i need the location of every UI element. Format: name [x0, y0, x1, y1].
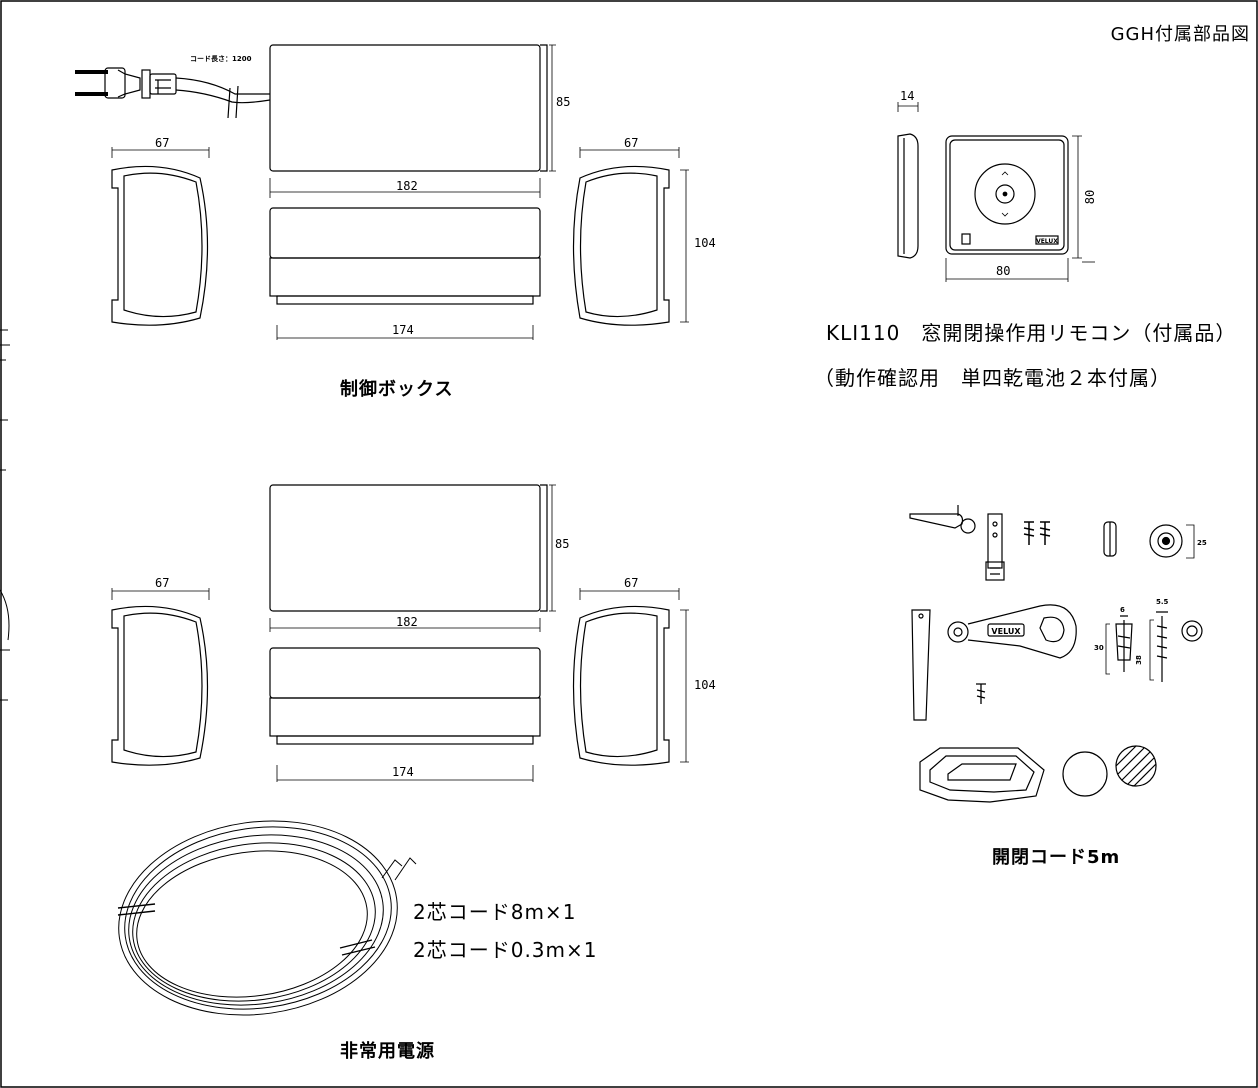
opening-cord-caption: 開閉コード5m: [992, 847, 1120, 868]
adapter-top-view: [269, 44, 541, 172]
dim-182-bottom: 182: [396, 615, 418, 629]
dim-6: 6: [1120, 606, 1125, 614]
coiled-cord-drawing: [117, 820, 417, 1016]
cord-spec-line2: 2芯コード0.3m×1: [413, 938, 598, 962]
handle-brand: VELUX: [991, 627, 1021, 636]
coiled-opening-cord-icon: [919, 747, 1045, 803]
pulley-bracket-icon: [985, 513, 1005, 581]
battery-side-view: [269, 647, 541, 699]
dim-104-top: 104: [694, 236, 716, 250]
small-screw-icon: [976, 683, 986, 704]
control-box-drawing: コード長さ：1200 85 182 174 67 67 104: [75, 44, 716, 400]
dim-85-top: 85: [556, 95, 570, 109]
wood-screw-icon: [1149, 611, 1168, 682]
battery-top-view: [269, 484, 541, 612]
cord-clip-icon: [1103, 521, 1195, 559]
end-cap-left: [111, 147, 210, 326]
dim-174-bottom: 174: [392, 765, 414, 779]
remote-brand-plate: [1035, 235, 1059, 245]
end-cap-right: [572, 147, 689, 326]
cord-length-label: コード長さ：1200: [190, 54, 252, 63]
screws-icon: [1023, 521, 1051, 545]
battery-end-cap-left: [111, 588, 210, 766]
adapter-side-view: [269, 207, 541, 259]
remote-caption-line2: （動作確認用 単四乾電池２本付属）: [814, 366, 1171, 390]
velux-handle-icon: [947, 604, 1077, 659]
dim-80-vertical: 80: [1083, 190, 1097, 204]
cord-end-ball-icon: [1062, 751, 1108, 797]
emergency-box-drawing: 85 182 174 67 67 104: [111, 484, 716, 782]
remote-face: [945, 135, 1069, 255]
dim-38: 38: [1135, 655, 1143, 665]
remote-led: [961, 233, 971, 245]
dim-67-right-bottom: 67: [624, 576, 638, 590]
dim-67-left-bottom: 67: [155, 576, 169, 590]
wall-plug-icon: [1105, 615, 1133, 675]
remote-brand: VELUX: [1036, 238, 1058, 245]
battery-end-cap-right: [572, 588, 689, 766]
latch-bracket-icon: [909, 505, 976, 534]
remote-dial: [974, 163, 1036, 225]
dim-25: 25: [1197, 539, 1207, 547]
dim-5-5: 5.5: [1156, 598, 1169, 606]
dim-67-right-top: 67: [624, 136, 638, 150]
dim-104-bottom: 104: [694, 678, 716, 692]
washer-icon: [1181, 620, 1203, 642]
left-edge-fragment: [0, 329, 10, 701]
control-box-caption: 制御ボックス: [340, 378, 453, 400]
dim-85-bottom: 85: [555, 537, 569, 551]
dim-30: 30: [1094, 644, 1104, 652]
cord-section-hatched-icon: [1115, 745, 1157, 787]
cord-guide-icon: [911, 609, 931, 721]
remote-control-drawing: 14 VELUX 80 80: [897, 89, 1097, 282]
dim-80-horizontal: 80: [996, 264, 1010, 278]
dim-67-left-top: 67: [155, 136, 169, 150]
cord-parts-drawing: 25 VELUX 6 30 5.5 38: [909, 505, 1207, 803]
dim-182-top: 182: [396, 179, 418, 193]
cord-spec-line1: 2芯コード8m×1: [413, 900, 576, 924]
power-plug-icon: [75, 67, 271, 119]
dim-14-remote: 14: [900, 89, 914, 103]
remote-caption-line1: KLI110 窓開閉操作用リモコン（付属品）: [826, 321, 1236, 345]
sheet-title: GGH付属部品図: [1111, 24, 1250, 45]
emergency-power-caption: 非常用電源: [340, 1040, 435, 1062]
dim-174-top: 174: [392, 323, 414, 337]
